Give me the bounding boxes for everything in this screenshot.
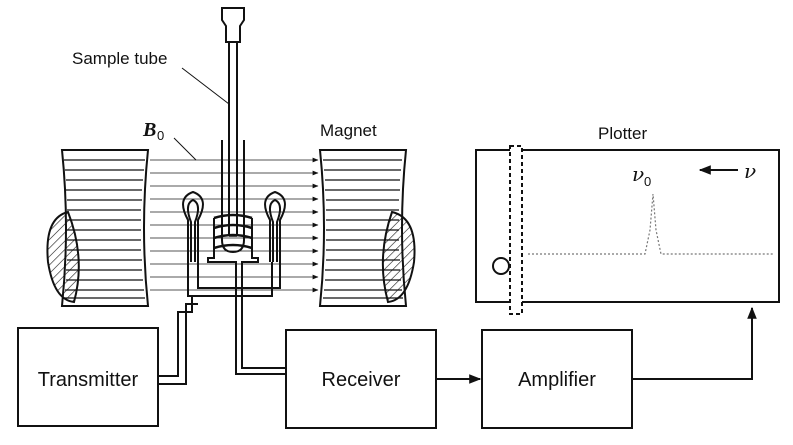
field-leader: [173, 137, 197, 161]
receiver-box: [285, 329, 437, 429]
transmitter-label: Transmitter: [38, 369, 139, 391]
field-subscript: 0: [157, 128, 164, 143]
amplifier-label: Amplifier: [518, 369, 596, 391]
sample-tube-label: Sample tube: [72, 49, 167, 68]
receiver-label: Receiver: [322, 369, 401, 391]
receiver-coil: [207, 213, 286, 375]
sample-tube-leader: [181, 67, 230, 105]
magnet-left-pole: [46, 149, 150, 307]
peak-subscript: 0: [644, 174, 651, 189]
plotter: [475, 145, 780, 315]
amplifier-box: [481, 329, 633, 429]
magnet-label: Magnet: [320, 121, 377, 140]
plotter-knob: [492, 257, 510, 275]
frequency-symbol: ν: [744, 159, 756, 183]
magnetic-field-lines: [150, 157, 319, 293]
magnet-right-pole: [318, 149, 416, 307]
transmitter-coils: [158, 190, 286, 385]
spectrum-trace: [528, 193, 773, 255]
amplifier-to-plotter-arrow: [632, 306, 757, 380]
sample-tube: [221, 7, 245, 254]
peak-symbol: ν: [632, 162, 644, 186]
plotter-label: Plotter: [598, 124, 647, 143]
transmitter-box: [17, 327, 159, 427]
field-symbol: B: [142, 119, 156, 141]
